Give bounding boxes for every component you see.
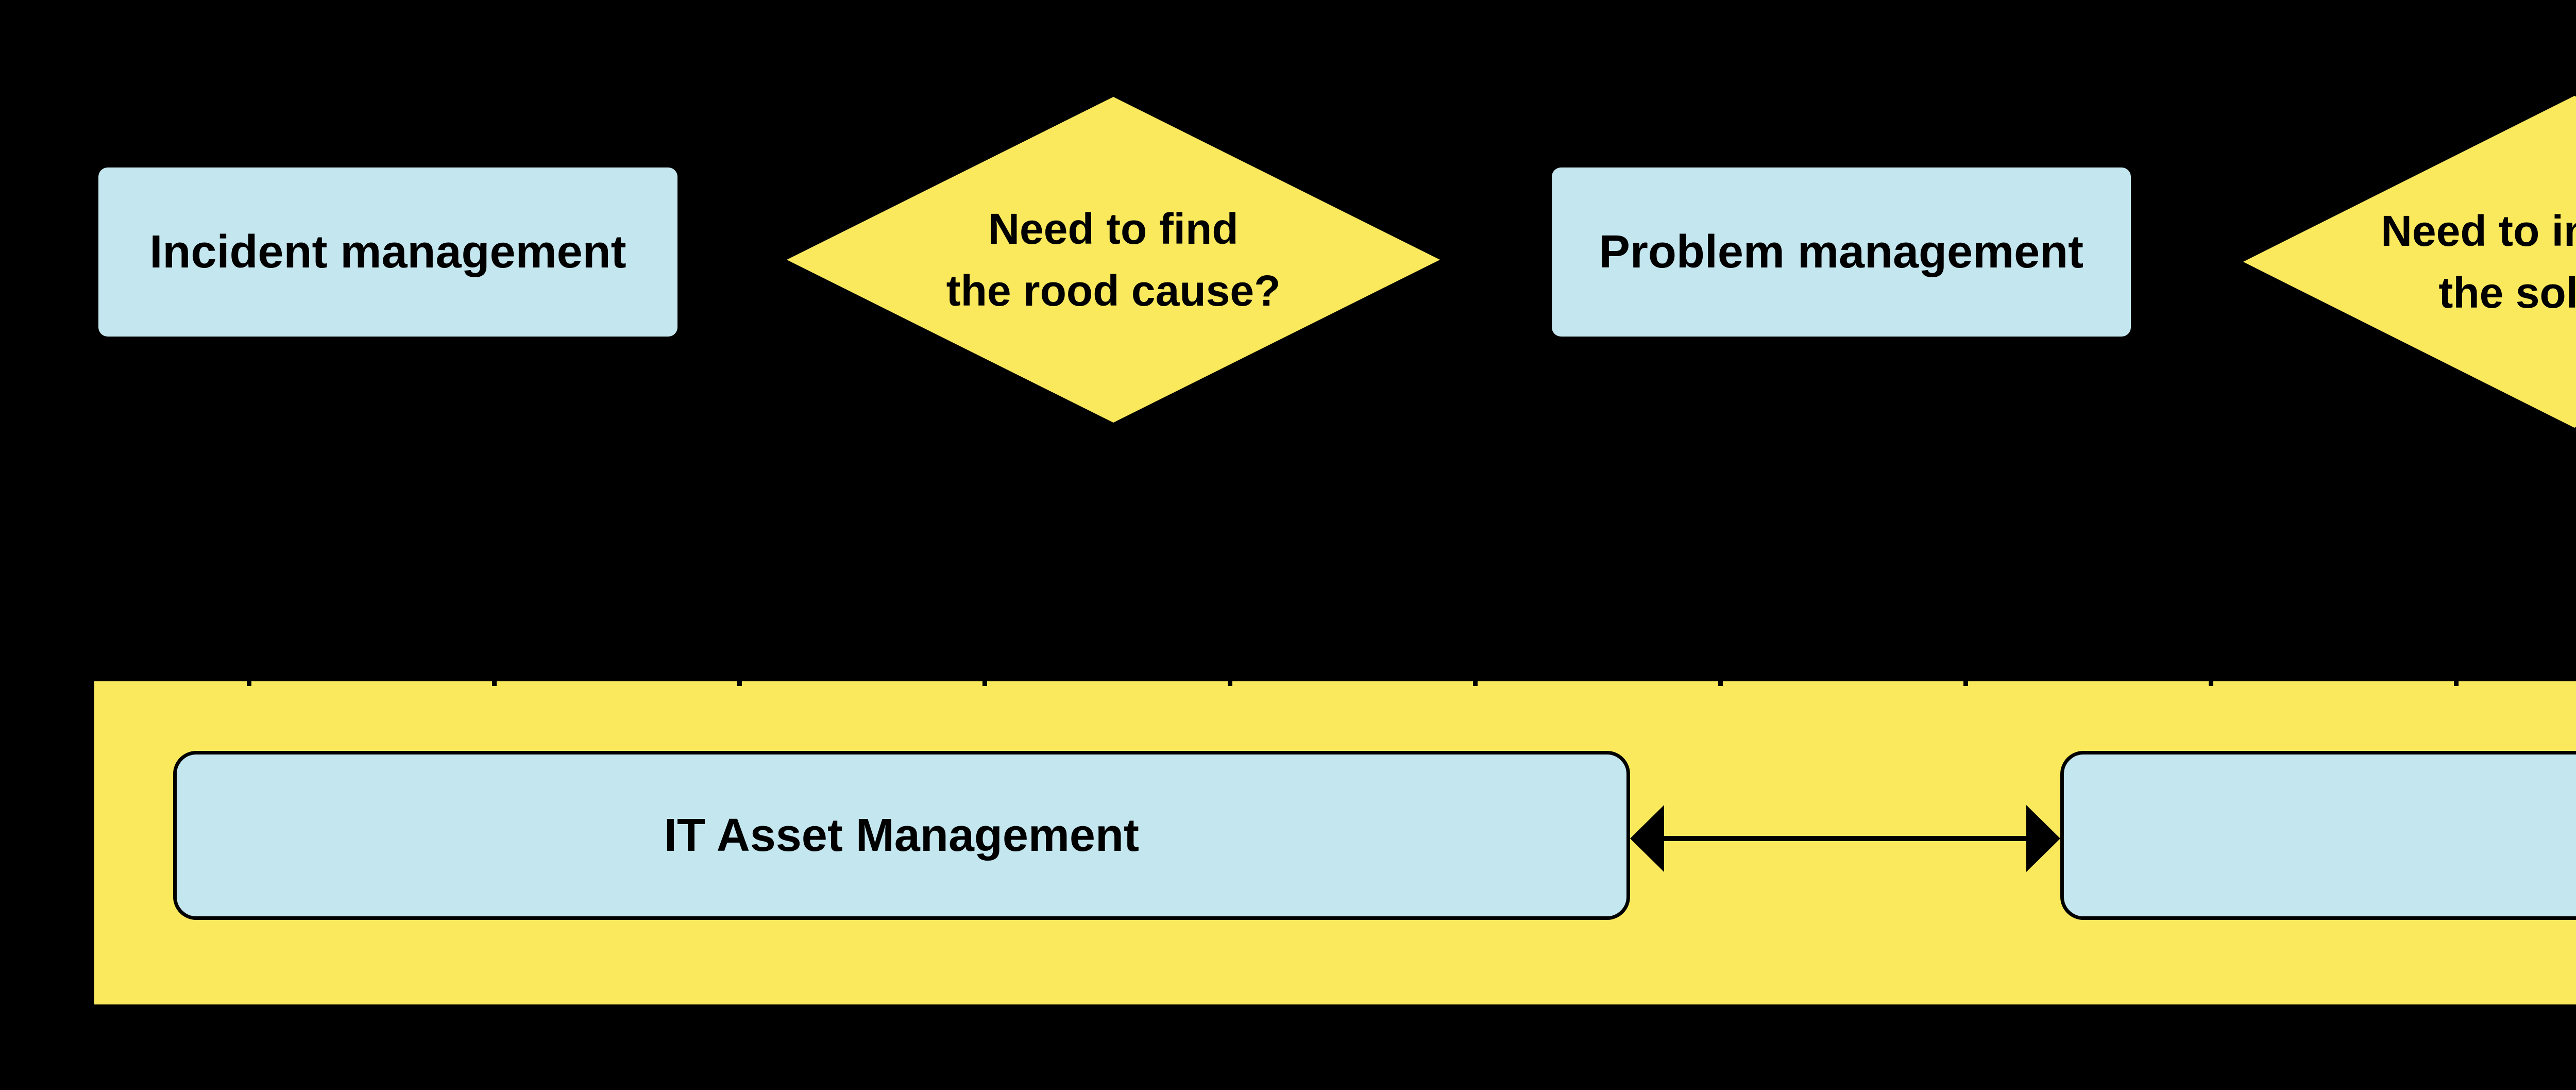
implement-solution-decision-line2: the solution? <box>2438 269 2576 317</box>
problem-management-box: Problem management <box>1552 167 2131 337</box>
root-cause-decision-line1: Need to find <box>988 205 1239 253</box>
incident-management-box: Incident management <box>98 167 677 337</box>
band-edge-tick-marks <box>247 681 2576 686</box>
implement-solution-decision-line1: Need to implement <box>2381 207 2576 255</box>
root-cause-decision-diamond: Need to find the rood cause? <box>787 97 1440 423</box>
it-asset-management-box: IT Asset Management <box>173 751 1630 920</box>
bidirectional-arrow <box>1630 805 2060 872</box>
incident-management-label: Incident management <box>149 226 626 278</box>
problem-management-label: Problem management <box>1599 226 2084 278</box>
arrow-left-head <box>1630 805 1664 872</box>
cmdb-box: CMDB <box>2060 751 2576 920</box>
foundation-band: IT Asset Management CMDB <box>94 681 2576 1004</box>
arrow-right-head <box>2026 805 2060 872</box>
it-asset-management-label: IT Asset Management <box>664 809 1139 861</box>
implement-solution-decision-diamond: Need to implement the solution? <box>2243 96 2576 428</box>
root-cause-decision-line2: the rood cause? <box>946 266 1281 315</box>
